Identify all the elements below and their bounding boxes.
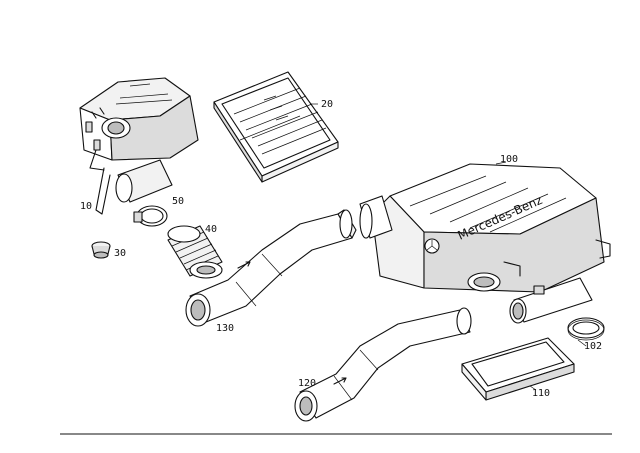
intake-duct-130 bbox=[185, 209, 357, 327]
part-label-100: 100 bbox=[500, 154, 518, 165]
air-filter-housing-large: Mercedes-Benz bbox=[359, 163, 611, 324]
part-label-130: 130 bbox=[216, 323, 234, 334]
part-label-30: 30 bbox=[114, 248, 126, 259]
part-label-120: 120 bbox=[298, 378, 316, 389]
part-label-50: 50 bbox=[172, 196, 184, 207]
part-label-20: 20 bbox=[321, 99, 333, 110]
sealing-ring bbox=[567, 317, 605, 341]
air-filter-housing-small bbox=[79, 77, 199, 215]
grommet bbox=[91, 241, 111, 259]
part-label-10: 10 bbox=[80, 201, 92, 212]
corrugated-bellows bbox=[167, 225, 223, 279]
part-label-40: 40 bbox=[205, 224, 217, 235]
leader-lines bbox=[310, 103, 587, 391]
filter-element-flat bbox=[213, 71, 339, 183]
part-label-110: 110 bbox=[532, 388, 550, 399]
intake-duct-120 bbox=[294, 307, 472, 422]
filter-element-rect bbox=[461, 337, 575, 401]
part-label-102: 102 bbox=[584, 341, 602, 352]
hose-clamp bbox=[133, 205, 168, 227]
